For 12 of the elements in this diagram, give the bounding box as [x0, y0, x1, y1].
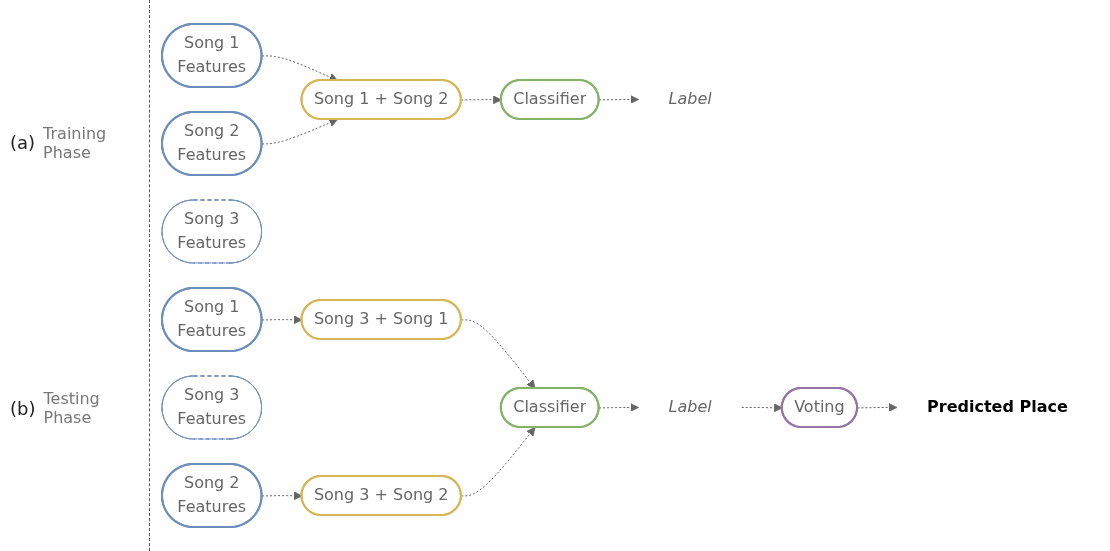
panel-letter: (a): [10, 132, 36, 154]
arrow: [460, 319, 536, 389]
node-text: Label: [668, 397, 712, 417]
arrow: [598, 95, 640, 104]
arrow: [598, 403, 640, 412]
node-text: Label: [668, 89, 712, 109]
arrow: [460, 427, 536, 497]
node-text: Predicted Place: [927, 397, 1068, 417]
panel-letter: (b): [10, 397, 36, 419]
phase-label: Testing Phase: [43, 389, 101, 428]
phase-label: Training Phase: [43, 123, 108, 162]
arrow: [460, 95, 502, 105]
